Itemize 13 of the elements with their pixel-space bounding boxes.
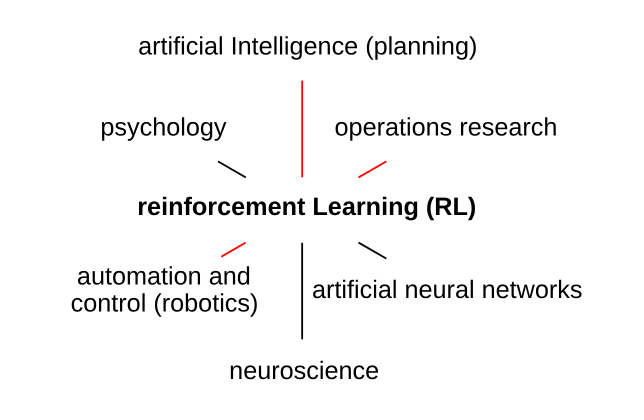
connector [301, 80, 304, 178]
node-text: artificial neural networks [312, 276, 583, 304]
connector [218, 160, 246, 178]
node-text: automation and control (robotics) [70, 262, 258, 318]
node-text: neuroscience [229, 356, 380, 385]
node-text: psychology [100, 114, 227, 142]
node-text: artificial Intelligence (planning) [138, 32, 478, 60]
connector [220, 242, 246, 258]
connector [358, 160, 387, 178]
connector [301, 242, 304, 340]
connector [358, 242, 387, 260]
node-text: reinforcement Learning (RL) [137, 192, 476, 221]
node-text: operations research [334, 114, 558, 142]
